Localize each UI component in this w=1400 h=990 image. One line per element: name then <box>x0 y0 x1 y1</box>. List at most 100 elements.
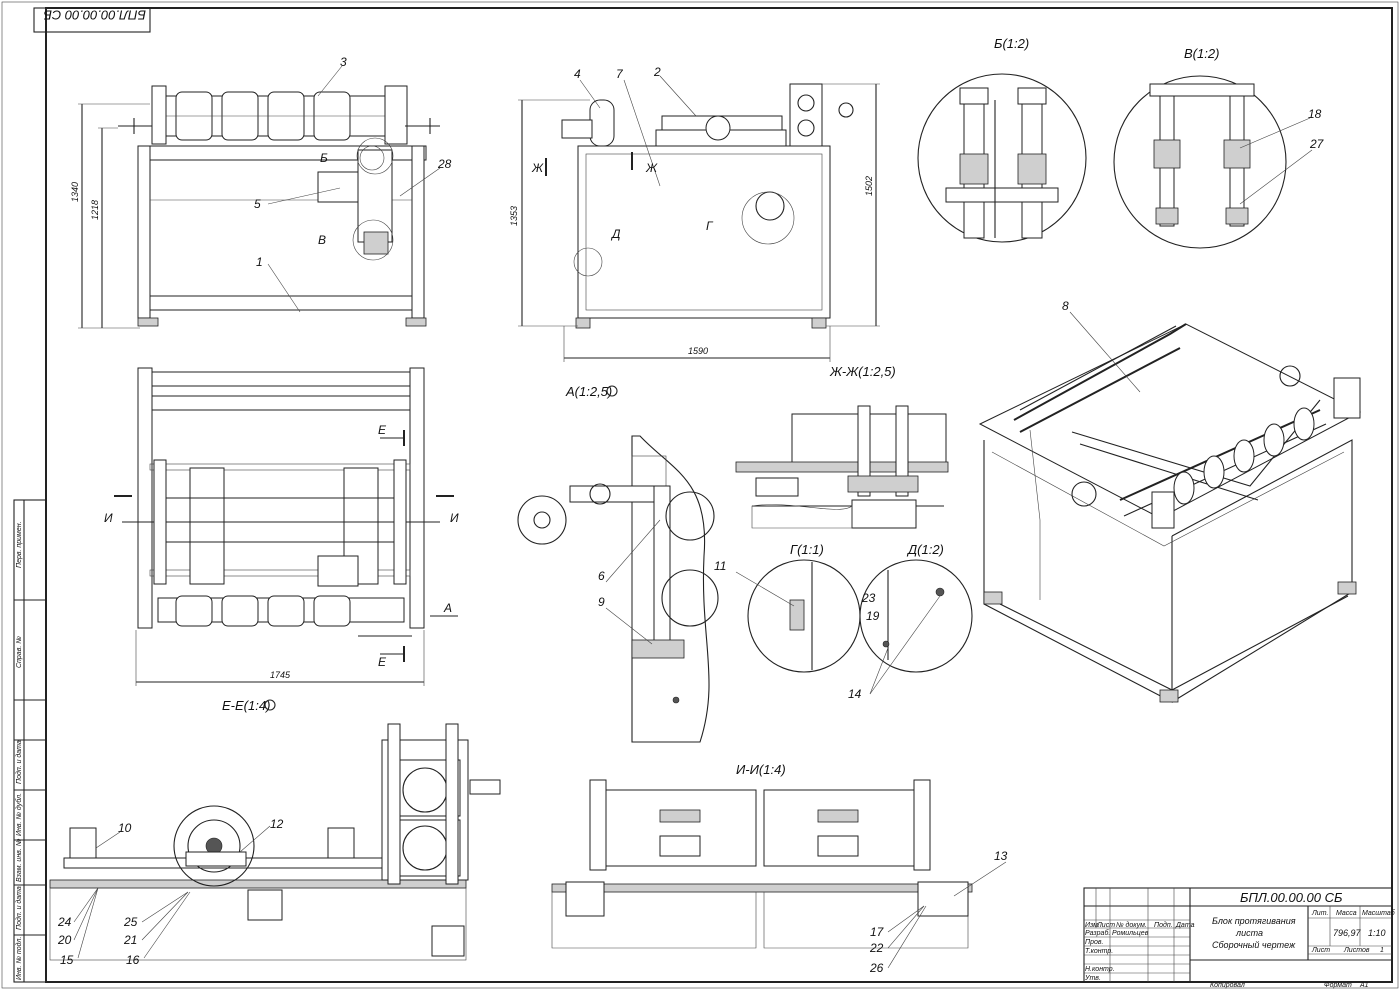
pos-17: 17 <box>870 925 885 939</box>
strip-perv: Перв. примен. <box>16 521 23 568</box>
pos-23: 23 <box>861 591 876 605</box>
tb-sheets-val: 1 <box>1380 947 1384 954</box>
pos-22: 22 <box>869 941 884 955</box>
label-view-v: В(1:2) <box>1184 46 1219 61</box>
inner-frame <box>45 7 1393 983</box>
mark-v-front: В <box>318 233 326 247</box>
title-block: БПЛ.00.00.00 СБ Блок протягивания листа … <box>1083 887 1396 989</box>
tb-lit: Лит. <box>1311 910 1328 917</box>
mark-e-1: Е <box>378 423 387 437</box>
strip-sprav: Справ. № <box>16 636 23 668</box>
tb-scale: Масштаб <box>1362 909 1396 917</box>
detail-v: В(1:2) 18 27 <box>1113 46 1325 249</box>
rotated-stamp-code: БПЛ.00.00.00 СБ <box>43 8 146 23</box>
section-zh: Ж-Ж(1:2,5) <box>735 364 949 529</box>
tb-scale-val: 1:10 <box>1368 928 1386 938</box>
mark-zh-2: Ж <box>645 161 658 175</box>
pos-11: 11 <box>714 559 726 573</box>
label-view-i: И-И(1:4) <box>736 762 786 777</box>
dim-1353: 1353 <box>509 206 519 226</box>
strip-podp1: Подп. и дата <box>15 740 23 784</box>
pos-18: 18 <box>1308 107 1322 121</box>
rotated-stamp: БПЛ.00.00.00 СБ <box>33 7 151 33</box>
pos-21: 21 <box>123 933 137 947</box>
detail-d: Д(1:2) 23 19 14 <box>848 542 973 701</box>
mark-b-front: Б <box>320 151 328 165</box>
tb-mass: Масса <box>1336 910 1357 917</box>
strip-vzam: Взам. инв. № <box>16 838 23 882</box>
label-view-b: Б(1:2) <box>994 36 1029 51</box>
dim-1745: 1745 <box>270 670 291 680</box>
pos-10: 10 <box>118 821 132 835</box>
tb-row-nkontr: Н.контр. <box>1085 966 1115 973</box>
mark-d-side: Д <box>610 227 621 241</box>
pos-14: 14 <box>848 687 862 701</box>
detail-b: Б(1:2) <box>917 36 1087 243</box>
dim-1590: 1590 <box>688 346 708 356</box>
section-e: 10 12 24 20 15 25 21 16 <box>49 723 501 967</box>
tb-author: Ромильцев <box>1112 930 1149 937</box>
detail-g: Г(1:1) 11 <box>714 542 861 673</box>
pos-6: 6 <box>598 569 605 583</box>
tb-sheet: Лист <box>1311 947 1330 954</box>
mark-g-side: Г <box>706 219 714 233</box>
tb-col-doc: № докум. <box>1116 921 1147 929</box>
pos-15: 15 <box>60 953 74 967</box>
pos-8: 8 <box>1062 299 1069 313</box>
pos-9: 9 <box>598 595 605 609</box>
pos-27: 27 <box>1309 137 1325 151</box>
section-i: И-И(1:4) 13 17 22 26 <box>551 762 1008 975</box>
tb-row-razrab: Разраб. <box>1085 929 1110 937</box>
label-view-zh: Ж-Ж(1:2,5) <box>829 364 896 379</box>
tb-name-2: листа <box>1235 928 1263 938</box>
pos-4: 4 <box>574 67 581 81</box>
pos-2: 2 <box>653 65 661 79</box>
tb-row-prov: Пров. <box>1085 939 1104 946</box>
pos-26: 26 <box>869 961 884 975</box>
tb-name-3: Сборочный чертеж <box>1212 940 1296 950</box>
mark-i-2: И <box>450 511 459 525</box>
isometric-view: 8 <box>978 299 1362 703</box>
tb-format: Формат <box>1324 982 1352 989</box>
pos-12: 12 <box>270 817 284 831</box>
tb-copied: Копировал <box>1210 982 1245 989</box>
tb-row-utv: Утв. <box>1084 975 1101 982</box>
view-a: А(1:2,5) 6 9 <box>517 384 719 743</box>
side-view: 1353 1502 1590 4 7 2 Ж Ж Г Д <box>509 65 880 362</box>
tb-designation: БПЛ.00.00.00 СБ <box>1240 890 1343 905</box>
tb-col-date: Дата <box>1175 922 1195 929</box>
pos-5: 5 <box>254 197 261 211</box>
tb-name-1: Блок протягивания <box>1212 916 1296 926</box>
mark-a: А <box>443 601 452 615</box>
side-strip: Перв. примен. Справ. № Подп. и дата Инв.… <box>13 499 47 983</box>
tb-mass-val: 796,97 <box>1333 928 1362 938</box>
strip-dubl: Инв. № дубл. <box>15 793 23 836</box>
tb-col-izm: Изм. <box>1085 922 1100 929</box>
strip-podl: Инв. № подл. <box>15 937 23 980</box>
label-view-d: Д(1:2) <box>906 542 944 557</box>
dim-1218: 1218 <box>90 200 100 220</box>
pos-16: 16 <box>126 953 140 967</box>
tb-row-tkontr: Т.контр. <box>1085 948 1113 955</box>
tb-col-sign: Подп. <box>1154 921 1173 929</box>
tb-sheets: Листов <box>1343 947 1370 954</box>
label-view-a: А(1:2,5) <box>565 384 612 399</box>
dim-1340: 1340 <box>70 182 80 202</box>
mark-i-1: И <box>104 511 113 525</box>
pos-1: 1 <box>256 255 263 269</box>
top-view: 1745 Е Е И И А Е-Е(1:4) <box>104 367 459 713</box>
dim-1502: 1502 <box>864 176 874 196</box>
strip-podp2: Подп. и дата <box>15 886 23 930</box>
pos-7: 7 <box>616 67 624 81</box>
pos-28: 28 <box>437 157 452 171</box>
tb-col-list: Лист <box>1096 922 1115 929</box>
label-view-e: Е-Е(1:4) <box>222 698 270 713</box>
label-view-g: Г(1:1) <box>790 542 824 557</box>
mark-e-2: Е <box>378 655 387 669</box>
pos-20: 20 <box>57 933 72 947</box>
pos-24: 24 <box>57 915 72 929</box>
front-view: 1340 1218 3 5 1 28 Б В <box>70 55 452 329</box>
pos-3: 3 <box>340 55 347 69</box>
